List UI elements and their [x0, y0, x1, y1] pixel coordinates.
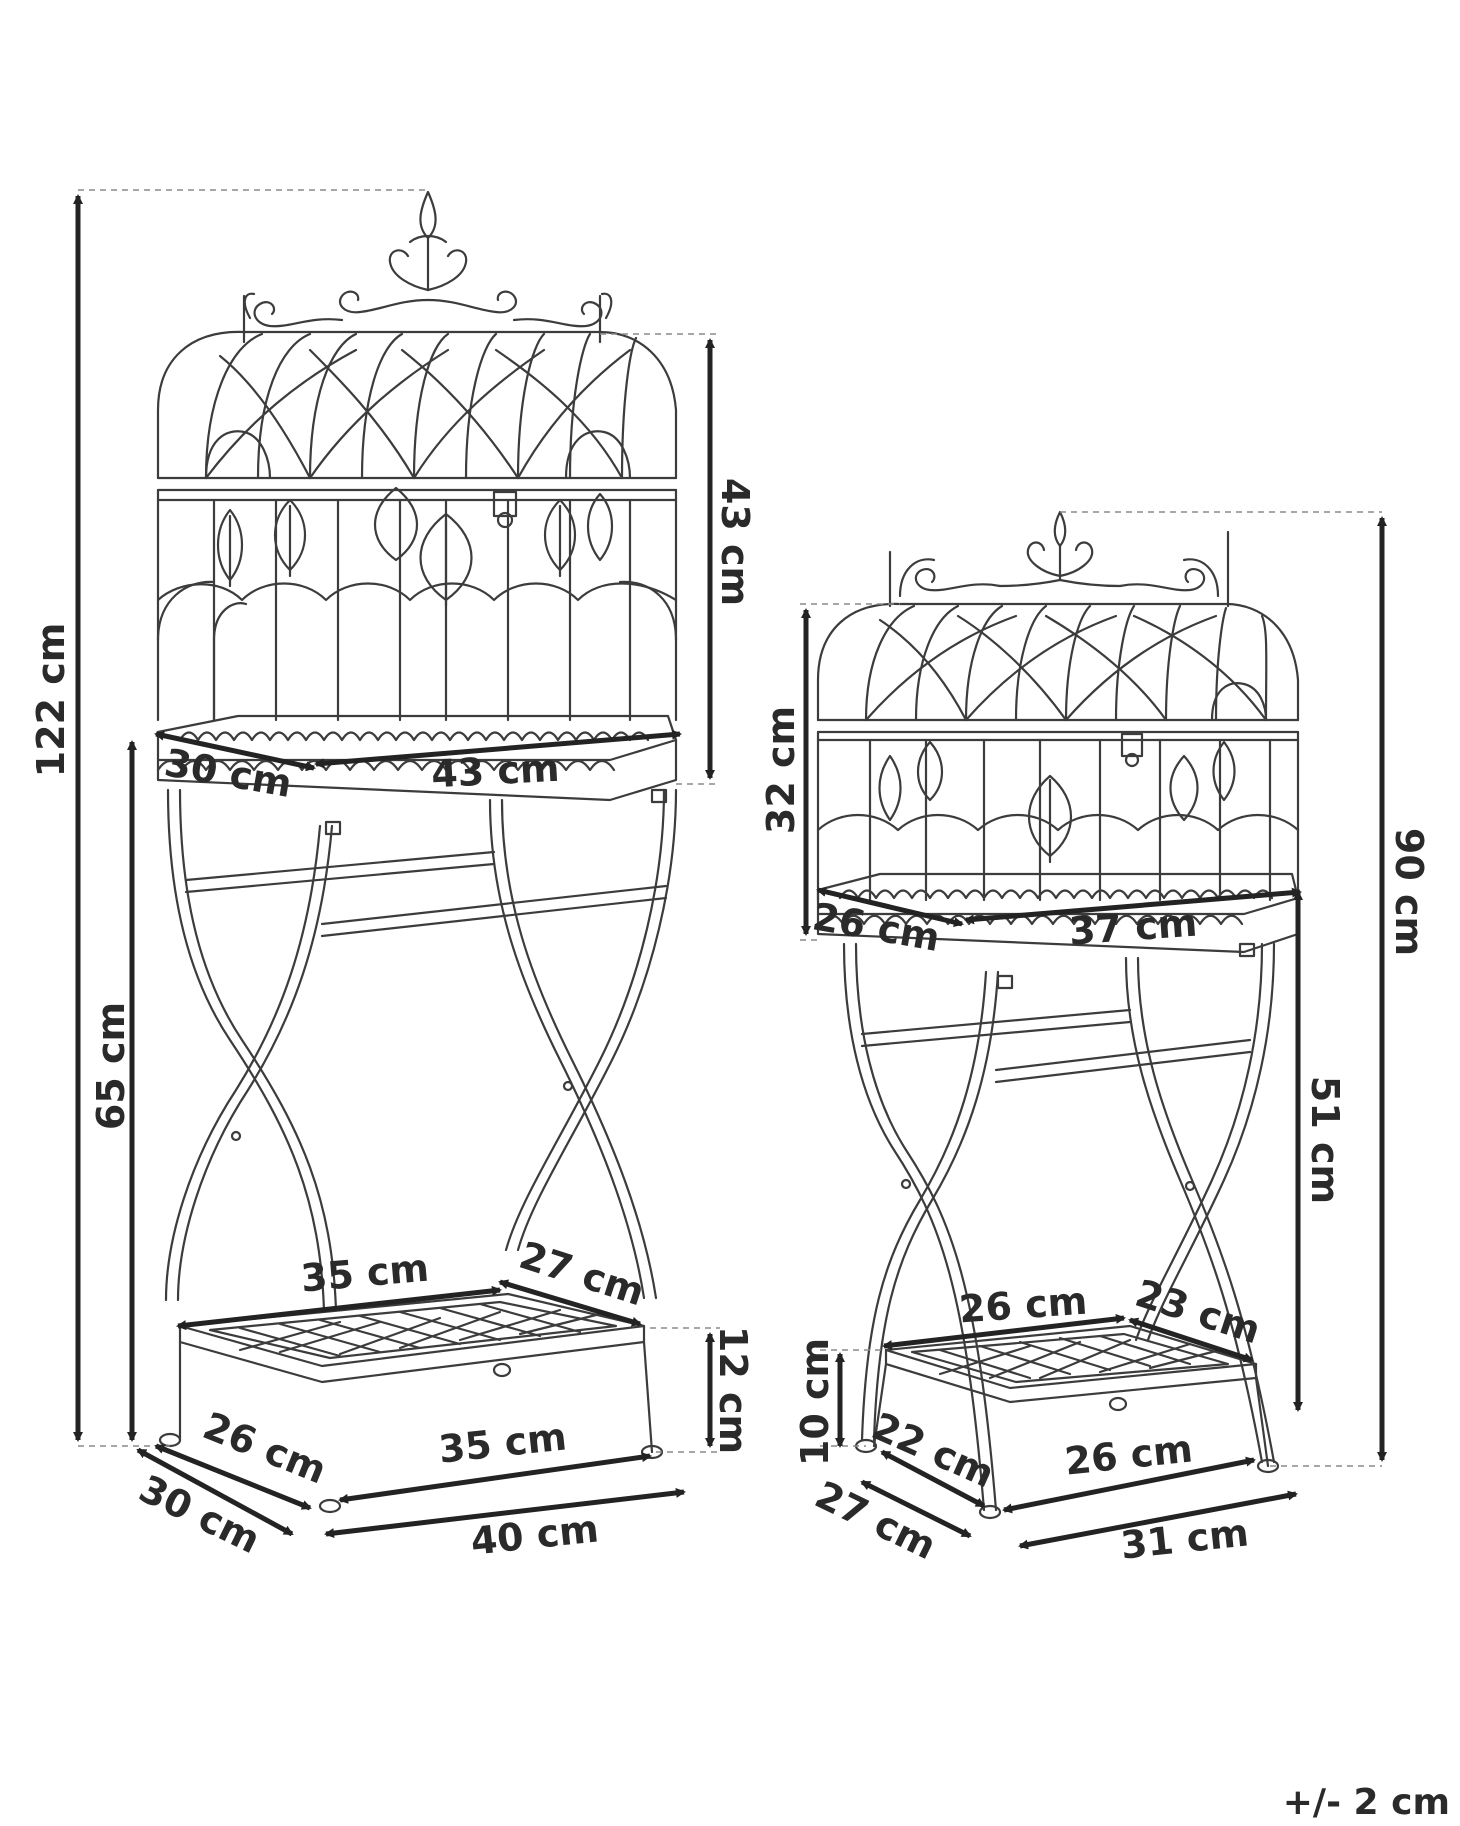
small-shelf-depth-arrow [1128, 1317, 1254, 1363]
small-tray-width-label: 37 cm [1068, 901, 1199, 954]
small-shelf-width-arrow [882, 1313, 1126, 1351]
small-finial [888, 510, 1230, 608]
large-tray-depth-arrow [154, 730, 316, 772]
large-tray-width-arrow [314, 729, 682, 769]
small-tray-depth-arrow [816, 886, 964, 928]
large-total-height-label: 122 cm [29, 623, 73, 778]
small-dimensions [800, 511, 1387, 1550]
large-shelf-width-arrow [176, 1285, 502, 1331]
large-tray-depth-label: 30 cm [161, 740, 295, 806]
small-plant-stand [816, 510, 1300, 1520]
small-foot-outer-depth-arrow [860, 1479, 972, 1539]
small-foot-outer-width-arrow [1018, 1490, 1298, 1550]
small-foot-inner-depth-label: 22 cm [866, 1404, 1001, 1496]
large-foot-outer-depth-arrow [136, 1447, 294, 1537]
small-tray-depth-label: 26 cm [809, 894, 943, 960]
small-cage-height-label: 32 cm [759, 706, 803, 834]
large-dome [156, 330, 678, 492]
large-tray-width-label: 43 cm [430, 746, 560, 797]
large-plant-stand [156, 190, 678, 1514]
large-finial [242, 190, 613, 344]
large-foot-inner-width-label: 35 cm [437, 1414, 569, 1471]
large-cage-height-label: 43 cm [713, 478, 757, 606]
large-dimensions [73, 189, 720, 1539]
small-shelf-width-label: 26 cm [958, 1279, 1089, 1332]
small-tray-width-arrow [964, 887, 1302, 925]
large-shelf-depth-arrow [498, 1279, 642, 1327]
large-legs [158, 788, 678, 1514]
small-stand-height-label: 51 cm [1303, 1076, 1347, 1204]
small-total-height-label: 90 cm [1387, 828, 1431, 956]
tolerance-note: +/- 2 cm [1283, 1782, 1450, 1823]
small-labels: 90 cm 51 cm 32 cm 10 cm 26 cm 37 cm 26 c… [759, 706, 1431, 1568]
small-foot-outer-width-label: 31 cm [1119, 1510, 1251, 1567]
large-foot-outer-width-arrow [324, 1487, 686, 1539]
large-shelf-height-label: 12 cm [711, 1326, 755, 1454]
large-foot-inner-depth-label: 26 cm [197, 1404, 332, 1493]
large-shelf-depth-label: 27 cm [514, 1233, 650, 1314]
large-cage-body [156, 486, 678, 722]
large-stand-height-label: 65 cm [89, 1002, 133, 1130]
small-dome [816, 602, 1300, 734]
small-shelf-height-label: 10 cm [793, 1338, 837, 1466]
